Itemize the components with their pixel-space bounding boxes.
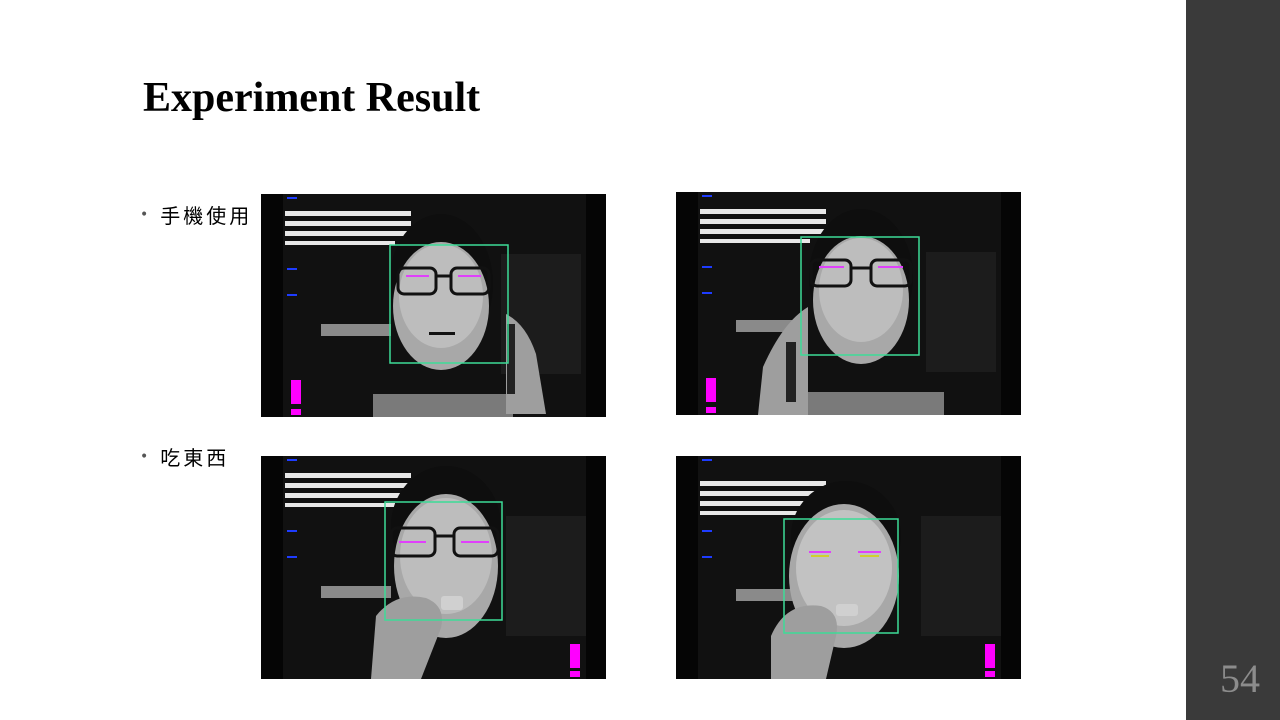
bullet-label-phone-use: 手機使用 bbox=[160, 204, 253, 228]
photo-eating-2 bbox=[676, 456, 1021, 679]
slide-title: Experiment Result bbox=[143, 75, 481, 121]
bullet-dot-icon: • bbox=[140, 206, 149, 223]
bullet-dot-icon: • bbox=[140, 448, 149, 465]
bullet-eating: • 吃東西 bbox=[140, 442, 229, 471]
page-number: 54 bbox=[1220, 656, 1260, 701]
photo-eating-1 bbox=[261, 456, 606, 679]
slide: Experiment Result • 手機使用 • 吃東西 bbox=[140, 75, 1021, 679]
bullet-label-eating: 吃東西 bbox=[160, 446, 230, 470]
photo-phone-use-1 bbox=[261, 194, 606, 417]
sidebar-panel: 54 bbox=[1186, 0, 1280, 720]
photo-phone-use-2 bbox=[676, 192, 1021, 415]
bullet-phone-use: • 手機使用 bbox=[140, 200, 252, 229]
